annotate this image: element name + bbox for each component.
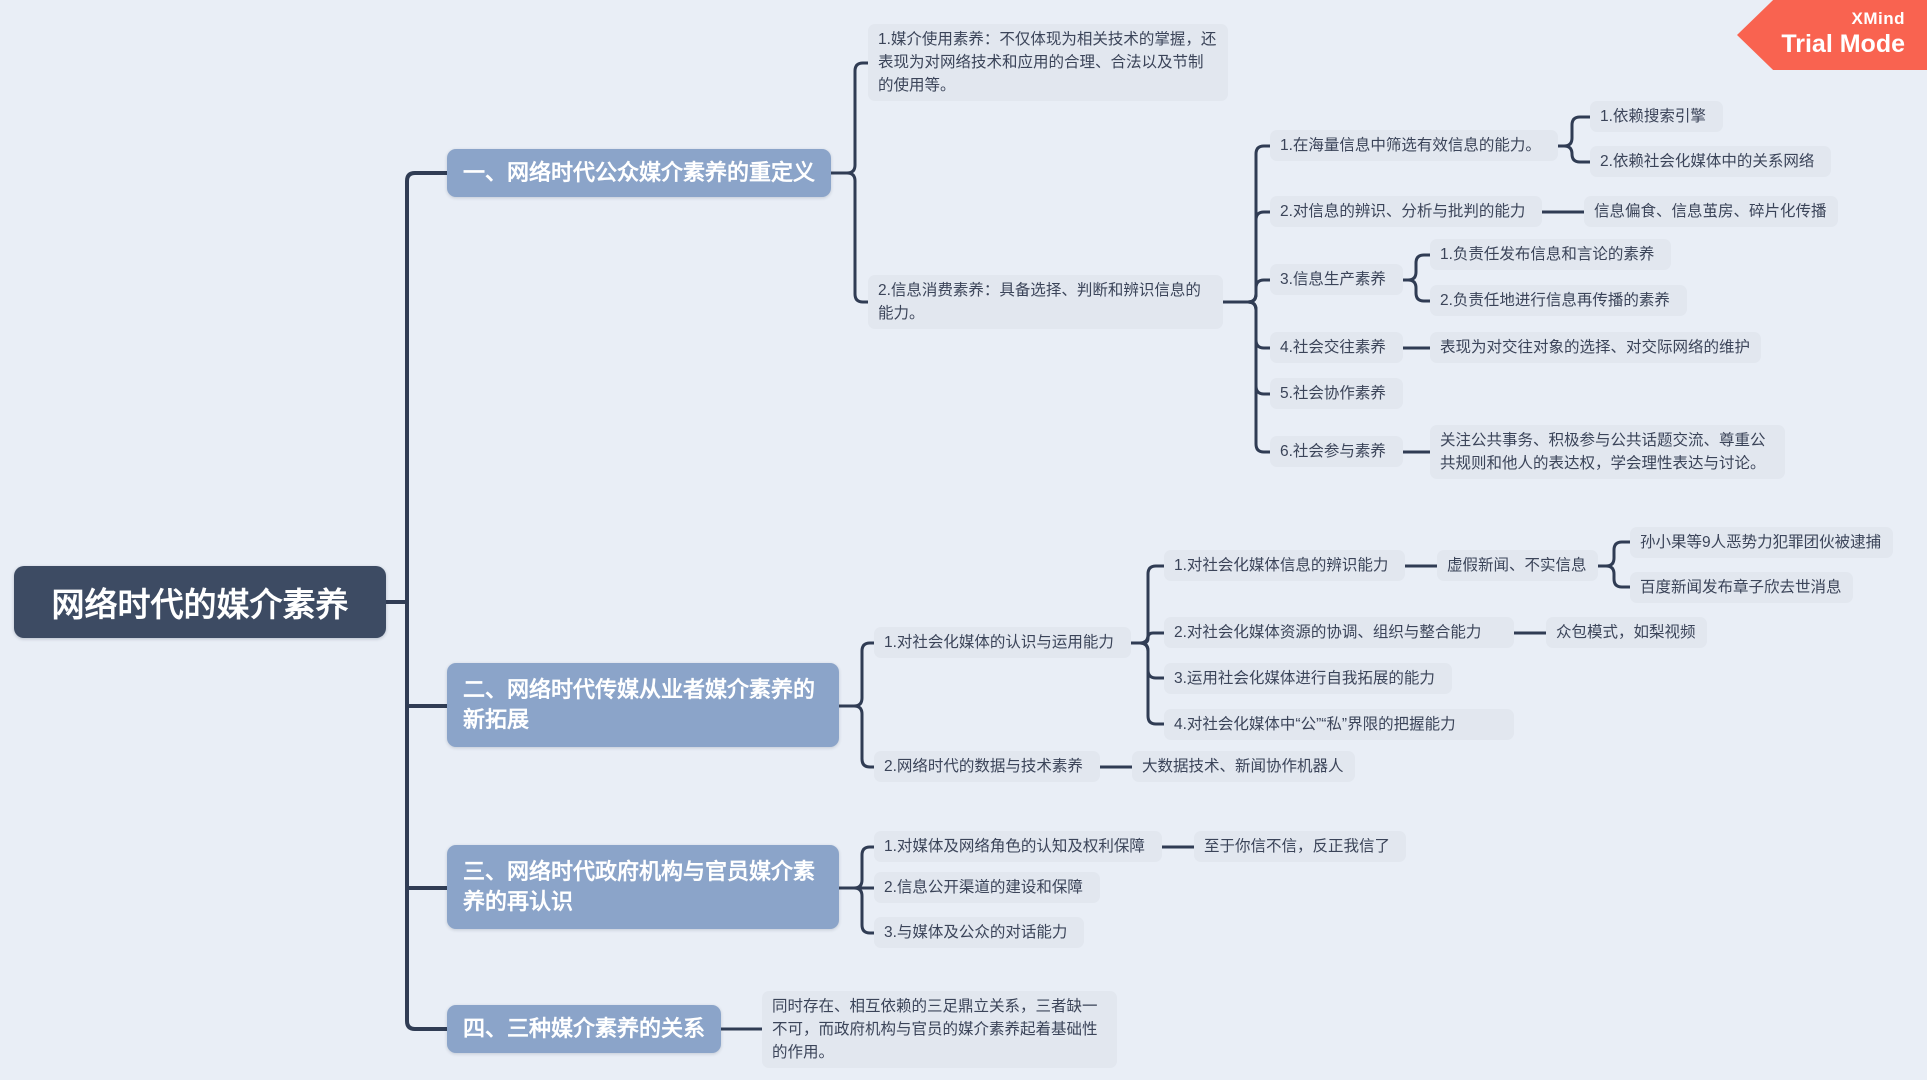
branch-1-topic[interactable]: 一、网络时代公众媒介素养的重定义 <box>447 149 831 197</box>
topic-info-production-literacy[interactable]: 3.信息生产素养 <box>1270 264 1403 295</box>
branch-4-topic[interactable]: 四、三种媒介素养的关系 <box>447 1005 721 1053</box>
topic-baidu-news-case[interactable]: 百度新闻发布章子欣去世消息 <box>1630 572 1853 603</box>
topic-resource-coordination[interactable]: 2.对社会化媒体资源的协调、组织与整合能力 <box>1164 617 1514 648</box>
topic-sunxiaoguo-case[interactable]: 孙小果等9人恶势力犯罪团伙被逮捕 <box>1630 527 1893 558</box>
topic-info-consumption-literacy[interactable]: 2.信息消费素养：具备选择、判断和辨识信息的能力。 <box>868 275 1223 329</box>
topic-data-tech-literacy[interactable]: 2.网络时代的数据与技术素养 <box>874 751 1100 782</box>
topic-info-bias-cocoon-note[interactable]: 信息偏食、信息茧房、碎片化传播 <box>1584 196 1838 227</box>
topic-social-interaction-literacy[interactable]: 4.社会交往素养 <box>1270 332 1403 363</box>
topic-responsible-resharing[interactable]: 2.负责任地进行信息再传播的素养 <box>1430 285 1687 316</box>
topic-discern-analyze-critique[interactable]: 2.对信息的辨识、分析与批判的能力 <box>1270 196 1542 227</box>
topic-social-participation-note[interactable]: 关注公共事务、积极参与公共话题交流、尊重公共规则和他人的表达权，学会理性表达与讨… <box>1430 425 1785 479</box>
topic-info-disclosure-channels[interactable]: 2.信息公开渠道的建设和保障 <box>874 872 1100 903</box>
branch-2-topic[interactable]: 二、网络时代传媒从业者媒介素养的新拓展 <box>447 663 839 747</box>
connectors-trunk <box>384 171 449 1031</box>
topic-big-data-note[interactable]: 大数据技术、新闻协作机器人 <box>1132 751 1355 782</box>
xmind-logo-text: XMind <box>1851 9 1905 28</box>
topic-social-network-relations[interactable]: 2.依赖社会化媒体中的关系网络 <box>1590 146 1831 177</box>
topic-responsible-publishing[interactable]: 1.负责任发布信息和言论的素养 <box>1430 239 1671 270</box>
topic-believe-it-or-not-note[interactable]: 至于你信不信，反正我信了 <box>1194 831 1406 862</box>
topic-social-media-understanding[interactable]: 1.对社会化媒体的认识与运用能力 <box>874 627 1131 658</box>
topic-social-media-discernment[interactable]: 1.对社会化媒体信息的辨识能力 <box>1164 550 1405 581</box>
root-topic[interactable]: 网络时代的媒介素养 <box>14 566 386 638</box>
topic-self-expansion[interactable]: 3.运用社会化媒体进行自我拓展的能力 <box>1164 663 1452 694</box>
topic-crowdsourcing-note[interactable]: 众包模式，如梨视频 <box>1546 617 1707 648</box>
topic-social-interaction-note[interactable]: 表现为对交往对象的选择、对交际网络的维护 <box>1430 332 1761 363</box>
topic-role-cognition-rights[interactable]: 1.对媒体及网络角色的认知及权利保障 <box>874 831 1162 862</box>
xmind-trial-badge: XMind Trial Mode <box>1737 0 1927 70</box>
topic-social-collaboration-literacy[interactable]: 5.社会协作素养 <box>1270 378 1403 409</box>
topic-social-participation-literacy[interactable]: 6.社会参与素养 <box>1270 436 1403 467</box>
topic-media-use-literacy[interactable]: 1.媒介使用素养：不仅体现为相关技术的掌握，还表现为对网络技术和应用的合理、合法… <box>868 24 1228 101</box>
topic-search-engine[interactable]: 1.依赖搜索引擎 <box>1590 101 1723 132</box>
topic-dialogue-ability[interactable]: 3.与媒体及公众的对话能力 <box>874 917 1084 948</box>
topic-public-private-boundary[interactable]: 4.对社会化媒体中“公”“私”界限的把握能力 <box>1164 709 1514 740</box>
trial-mode-label: Trial Mode <box>1781 30 1905 58</box>
branch-3-topic[interactable]: 三、网络时代政府机构与官员媒介素养的再认识 <box>447 845 839 929</box>
topic-fake-news-note[interactable]: 虚假新闻、不实信息 <box>1437 550 1598 581</box>
topic-three-literacies-relation-note[interactable]: 同时存在、相互依赖的三足鼎立关系，三者缺一不可，而政府机构与官员的媒介素养起着基… <box>762 991 1117 1068</box>
topic-filter-information[interactable]: 1.在海量信息中筛选有效信息的能力。 <box>1270 130 1558 161</box>
